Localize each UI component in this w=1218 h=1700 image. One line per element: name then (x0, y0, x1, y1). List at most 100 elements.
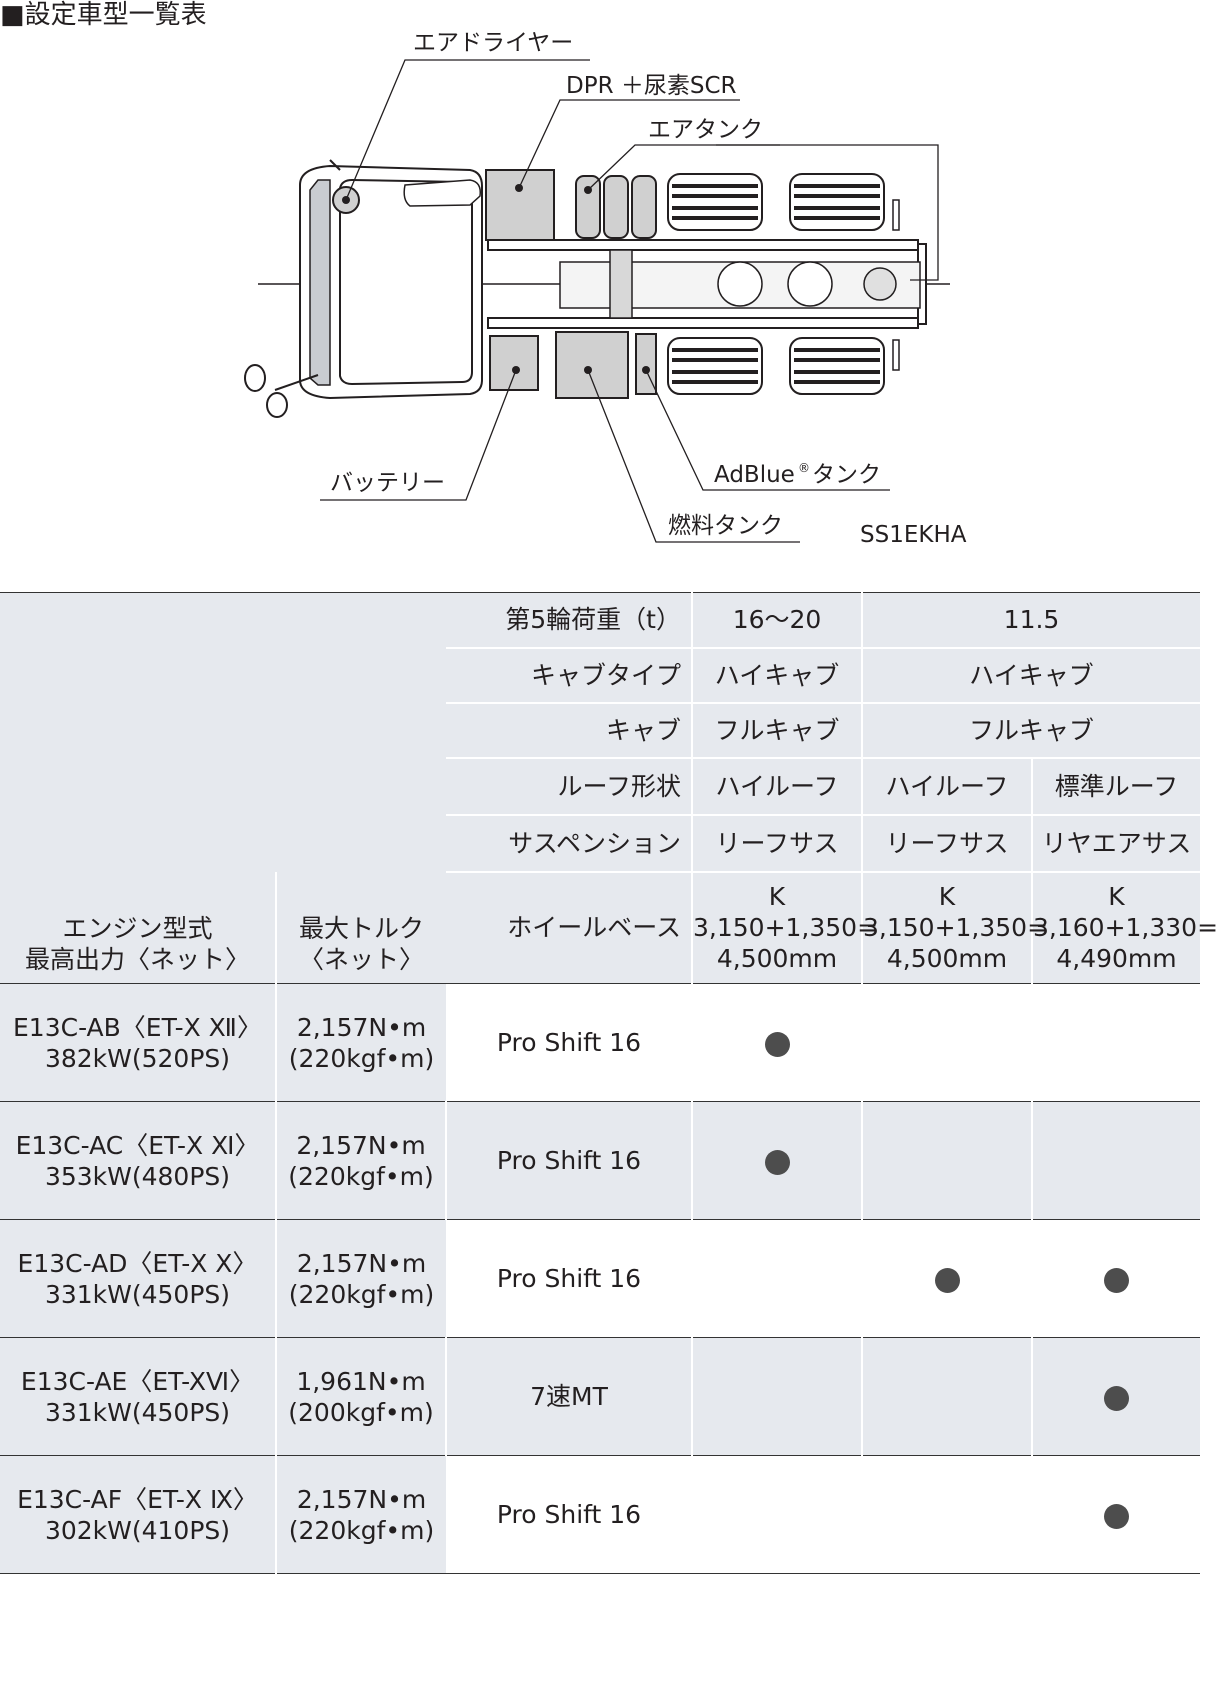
engine-model: E13C-AE〈ET-XⅥ〉 (20, 1366, 255, 1396)
availability-dot (1103, 1503, 1129, 1529)
engine-header-line2: 最高出力〈ネット〉 (24, 945, 250, 974)
engine-power: 353kW(480PS) (44, 1161, 231, 1191)
mark-cell (1030, 1101, 1201, 1220)
wheelbase-calc: 3,160+1,330= (1033, 913, 1218, 943)
label-air-tank: エアタンク (648, 117, 763, 143)
spec-table: 第5輪荷重（t） 16〜20 11.5 キャブタイプ ハイキャブ ハイキャブ キ… (0, 592, 1218, 1574)
engine-cell: E13C-AF〈ET-Ⅹ Ⅸ〉302kW(410PS) (0, 1455, 276, 1574)
cab-value: フルキャブ (860, 702, 1201, 759)
suspension-label: サスペンション (446, 814, 692, 873)
truck-top-view-diagram: エアドライヤー DPR ＋尿素SCR エアタンク バッテリー AdBlue ® … (244, 30, 967, 548)
transmission-cell: Pro Shift 16 (446, 1455, 692, 1574)
fifth-wheel-label: 第5輪荷重（t） (446, 592, 692, 649)
table-row: E13C-AC〈ET-Ⅹ Ⅺ〉353kW(480PS) 2,157N•m(220… (0, 1101, 1201, 1220)
fifth-wheel-value: 11.5 (860, 592, 1201, 649)
fifth-wheel-value: 16〜20 (691, 592, 862, 649)
table-row: E13C-AD〈ET-Ⅹ Ⅹ〉331kW(450PS) 2,157N•m(220… (0, 1219, 1201, 1338)
dpr-scr-box (485, 169, 555, 241)
wheelbase-calc: 3,150+1,350= (693, 913, 879, 943)
wheelbase-code: K (1108, 882, 1125, 912)
table-row: E13C-AB〈ET-Ⅹ Ⅻ〉382kW(520PS) 2,157N•m(220… (0, 983, 1201, 1102)
torque-kgf: (220kgf•m) (288, 1279, 435, 1309)
wheelbase-total: 4,500mm (716, 944, 838, 974)
engine-power: 331kW(450PS) (44, 1397, 231, 1427)
mark-cell (861, 1101, 1032, 1220)
wheelbase-value: K 3,150+1,350= 4,500mm (691, 871, 879, 984)
engine-cell: E13C-AB〈ET-Ⅹ Ⅻ〉382kW(520PS) (0, 983, 276, 1102)
mark-cell (691, 1337, 862, 1456)
cab-value: フルキャブ (691, 702, 862, 759)
transmission-cell: Pro Shift 16 (446, 1219, 692, 1338)
roof-value: ハイルーフ (861, 757, 1032, 816)
suspension-value: リーフサス (861, 814, 1032, 873)
mark-cell (692, 983, 862, 1102)
roof-value: 標準ルーフ (1030, 757, 1201, 816)
torque-cell: 2,157N•m(220kgf•m) (275, 1455, 446, 1574)
wheelbase-calc: 3,150+1,350= (863, 913, 1049, 943)
battery-box (489, 335, 539, 391)
wheelbase-total: 4,500mm (886, 944, 1008, 974)
torque-header-line2: 〈ネット〉 (298, 945, 424, 974)
cab-type-label: キャブタイプ (446, 647, 692, 704)
mark-cell (861, 1337, 1032, 1456)
engine-power: 302kW(410PS) (44, 1515, 231, 1545)
cab-shape (244, 159, 483, 418)
header-blank (0, 592, 446, 872)
mark-cell (862, 1455, 1032, 1574)
air-tank-3 (631, 175, 657, 239)
torque-cell: 2,157N•m(220kgf•m) (275, 1101, 446, 1220)
engine-model: E13C-AD〈ET-Ⅹ Ⅹ〉 (17, 1248, 258, 1278)
roof-label: ルーフ形状 (446, 757, 692, 816)
fuel-tank-box (555, 331, 629, 399)
mark-cell (692, 1455, 862, 1574)
air-tank-2 (603, 175, 629, 239)
engine-power: 382kW(520PS) (44, 1043, 231, 1073)
mark-cell (1032, 983, 1201, 1102)
torque-kgf: (220kgf•m) (288, 1043, 435, 1073)
mark-cell (1032, 1455, 1201, 1574)
torque-cell: 2,157N•m(220kgf•m) (275, 1219, 446, 1338)
availability-dot (934, 1267, 960, 1293)
transmission-cell: Pro Shift 16 (446, 983, 692, 1102)
torque-nm: 2,157N•m (296, 1012, 427, 1042)
engine-cell: E13C-AD〈ET-Ⅹ Ⅹ〉331kW(450PS) (0, 1219, 276, 1338)
engine-header-line1: エンジン型式 (62, 914, 213, 943)
transmission-cell: 7速MT (445, 1337, 692, 1456)
engine-model: E13C-AF〈ET-Ⅹ Ⅸ〉 (17, 1484, 258, 1514)
cab-label: キャブ (446, 702, 692, 759)
availability-dot (764, 1031, 790, 1057)
availability-dot (1103, 1267, 1129, 1293)
torque-kgf: (200kgf•m) (288, 1397, 434, 1427)
mark-cell (1032, 1219, 1201, 1338)
table-row: E13C-AF〈ET-Ⅹ Ⅸ〉302kW(410PS) 2,157N•m(220… (0, 1455, 1201, 1574)
engine-cell: E13C-AC〈ET-Ⅹ Ⅺ〉353kW(480PS) (0, 1101, 276, 1220)
label-adblue: AdBlue (714, 462, 795, 488)
availability-dot (1104, 1385, 1129, 1411)
torque-nm: 2,157N•m (296, 1484, 427, 1514)
mark-cell (1030, 1337, 1201, 1456)
wheelbase-code: K (768, 882, 786, 912)
torque-nm: 2,157N•m (296, 1130, 426, 1160)
suspension-value: リヤエアサス (1030, 814, 1201, 873)
availability-dot (764, 1149, 790, 1175)
label-battery: バッテリー (330, 470, 445, 496)
engine-column-header: エンジン型式 最高出力〈ネット〉 (0, 871, 276, 984)
torque-header-line1: 最大トルク (298, 914, 424, 943)
label-air-dryer: エアドライヤー (413, 30, 573, 56)
wheelbase-value: K 3,160+1,330= 4,490mm (1030, 871, 1218, 984)
suspension-value: リーフサス (691, 814, 862, 873)
roof-value: ハイルーフ (691, 757, 862, 816)
torque-cell: 1,961N•m(200kgf•m) (275, 1337, 446, 1456)
torque-column-header: 最大トルク 〈ネット〉 (275, 871, 446, 984)
air-tank-1 (575, 175, 601, 239)
torque-nm: 2,157N•m (296, 1248, 427, 1278)
transmission-cell: Pro Shift 16 (445, 1101, 692, 1220)
label-dpr-scr: DPR ＋尿素SCR (566, 73, 737, 99)
wheelbase-code: K (938, 882, 956, 912)
adblue-tank-box (635, 333, 657, 395)
label-adblue-suffix: タンク (812, 462, 881, 488)
wheelbase-total: 4,490mm (1056, 944, 1177, 974)
page-title: ■設定車型一覧表 (0, 0, 207, 30)
torque-kgf: (220kgf•m) (288, 1515, 435, 1545)
engine-model: E13C-AC〈ET-Ⅹ Ⅺ〉 (15, 1130, 260, 1160)
